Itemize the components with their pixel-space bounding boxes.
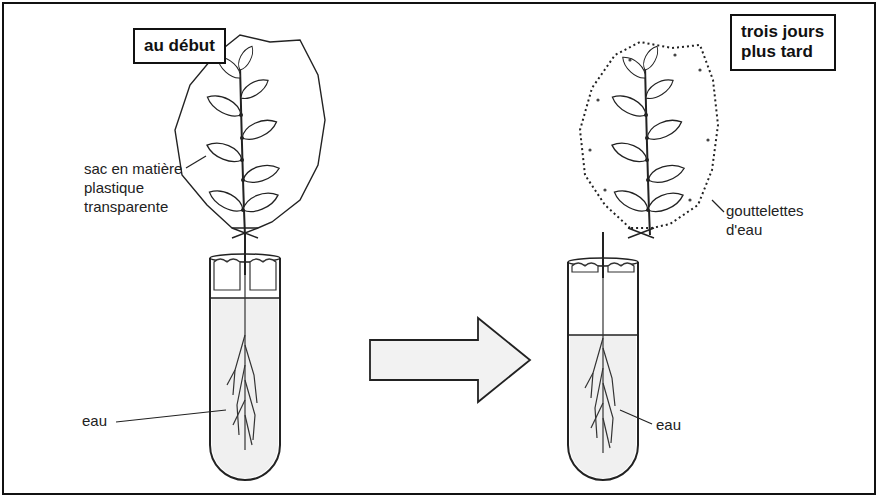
caption-box: trois jours plus tard — [730, 14, 836, 71]
part-label: gouttelettes d'eau — [726, 202, 826, 240]
caption-box: au début — [133, 28, 226, 64]
hollow-arrow — [370, 318, 530, 402]
left-scene — [116, 35, 325, 480]
part-label: sac en matière plastique transparente — [84, 160, 188, 216]
part-label: eau — [656, 416, 681, 435]
caption-text: trois jours plus tard — [741, 22, 825, 63]
right-scene — [568, 42, 724, 480]
frame — [3, 3, 875, 494]
caption-text: au début — [144, 36, 215, 56]
part-label: eau — [82, 412, 107, 431]
